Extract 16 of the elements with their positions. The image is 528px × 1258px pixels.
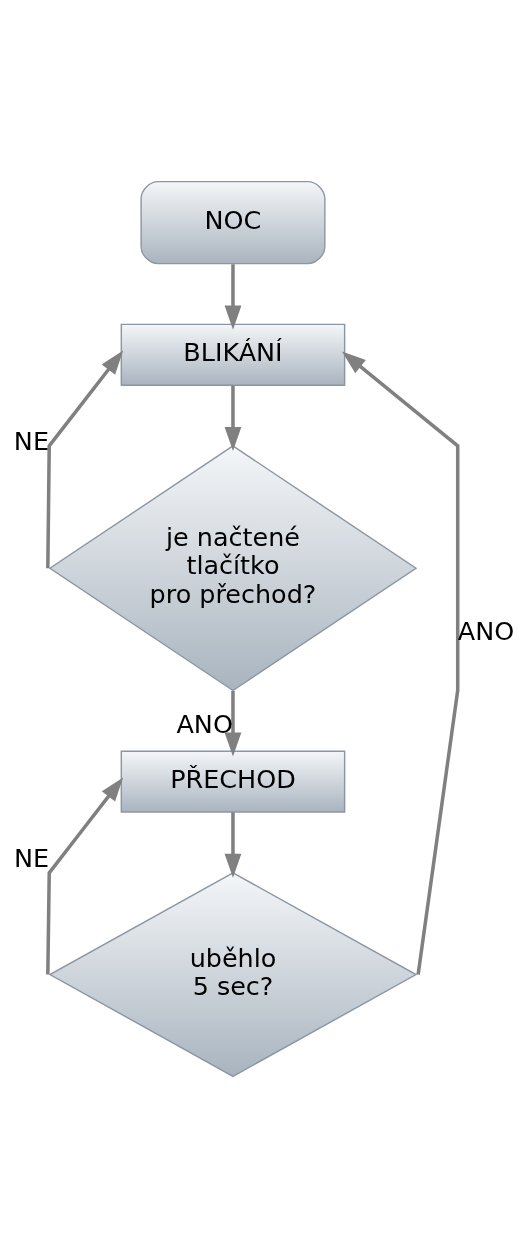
node-diamond: uběhlo 5 sec? [48,872,418,1078]
edge-label: ANO [176,708,233,739]
node-diamond: je načtené tlačítko pro přechod? [48,445,418,692]
arrow [46,777,124,975]
arrow [224,690,242,757]
arrow [46,350,124,569]
node-box: NOC [140,180,326,265]
node-box: BLIKÁNÍ [120,323,346,386]
arrow [224,812,242,878]
node-box: PŘECHOD [120,750,346,813]
edge-label: NE [13,842,50,873]
arrow [341,351,460,975]
arrow [224,385,242,452]
arrow [224,264,242,330]
edge-label: NE [13,426,49,457]
edge-label: ANO [457,616,515,647]
